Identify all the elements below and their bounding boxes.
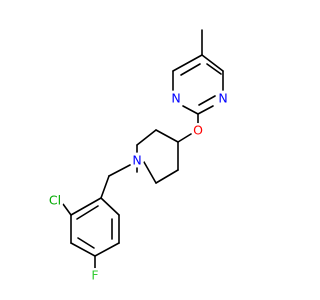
- ether-oxygen: O: [191, 123, 205, 138]
- fluorine-substituent: F: [88, 268, 102, 283]
- bond: [155, 129, 179, 143]
- bond: [136, 129, 157, 146]
- chlorine-substituent: Cl: [46, 191, 64, 209]
- atom-label: Cl: [49, 193, 61, 208]
- piperidine-nitrogen: N: [130, 153, 144, 168]
- bonds: [62, 29, 224, 269]
- bond: [62, 203, 72, 216]
- atom-label: N: [171, 91, 180, 106]
- bond: [198, 95, 216, 106]
- atom-label: O: [193, 123, 203, 138]
- bond: [100, 197, 120, 216]
- bond: [108, 164, 131, 177]
- bond: [177, 133, 192, 143]
- molecule-structure: N N O N Cl F: [46, 29, 230, 283]
- bond: [70, 197, 102, 216]
- atom-label: F: [91, 268, 98, 283]
- bond: [100, 175, 110, 199]
- atom-label: N: [132, 153, 141, 168]
- bond: [94, 242, 120, 257]
- bond: [182, 105, 199, 115]
- pyrimidine-nitrogen-right: N: [216, 91, 230, 106]
- bond: [180, 63, 201, 76]
- pyrimidine-nitrogen-left: N: [169, 91, 183, 106]
- bond: [206, 63, 222, 75]
- bond: [77, 237, 95, 249]
- bond: [70, 242, 96, 257]
- bond: [143, 161, 157, 184]
- atom-label: N: [218, 91, 227, 106]
- bond: [172, 54, 203, 72]
- bond: [76, 205, 99, 220]
- bond: [201, 54, 224, 72]
- bond: [155, 169, 179, 184]
- atom-labels: N N O N Cl F: [46, 91, 230, 283]
- bond: [197, 105, 214, 115]
